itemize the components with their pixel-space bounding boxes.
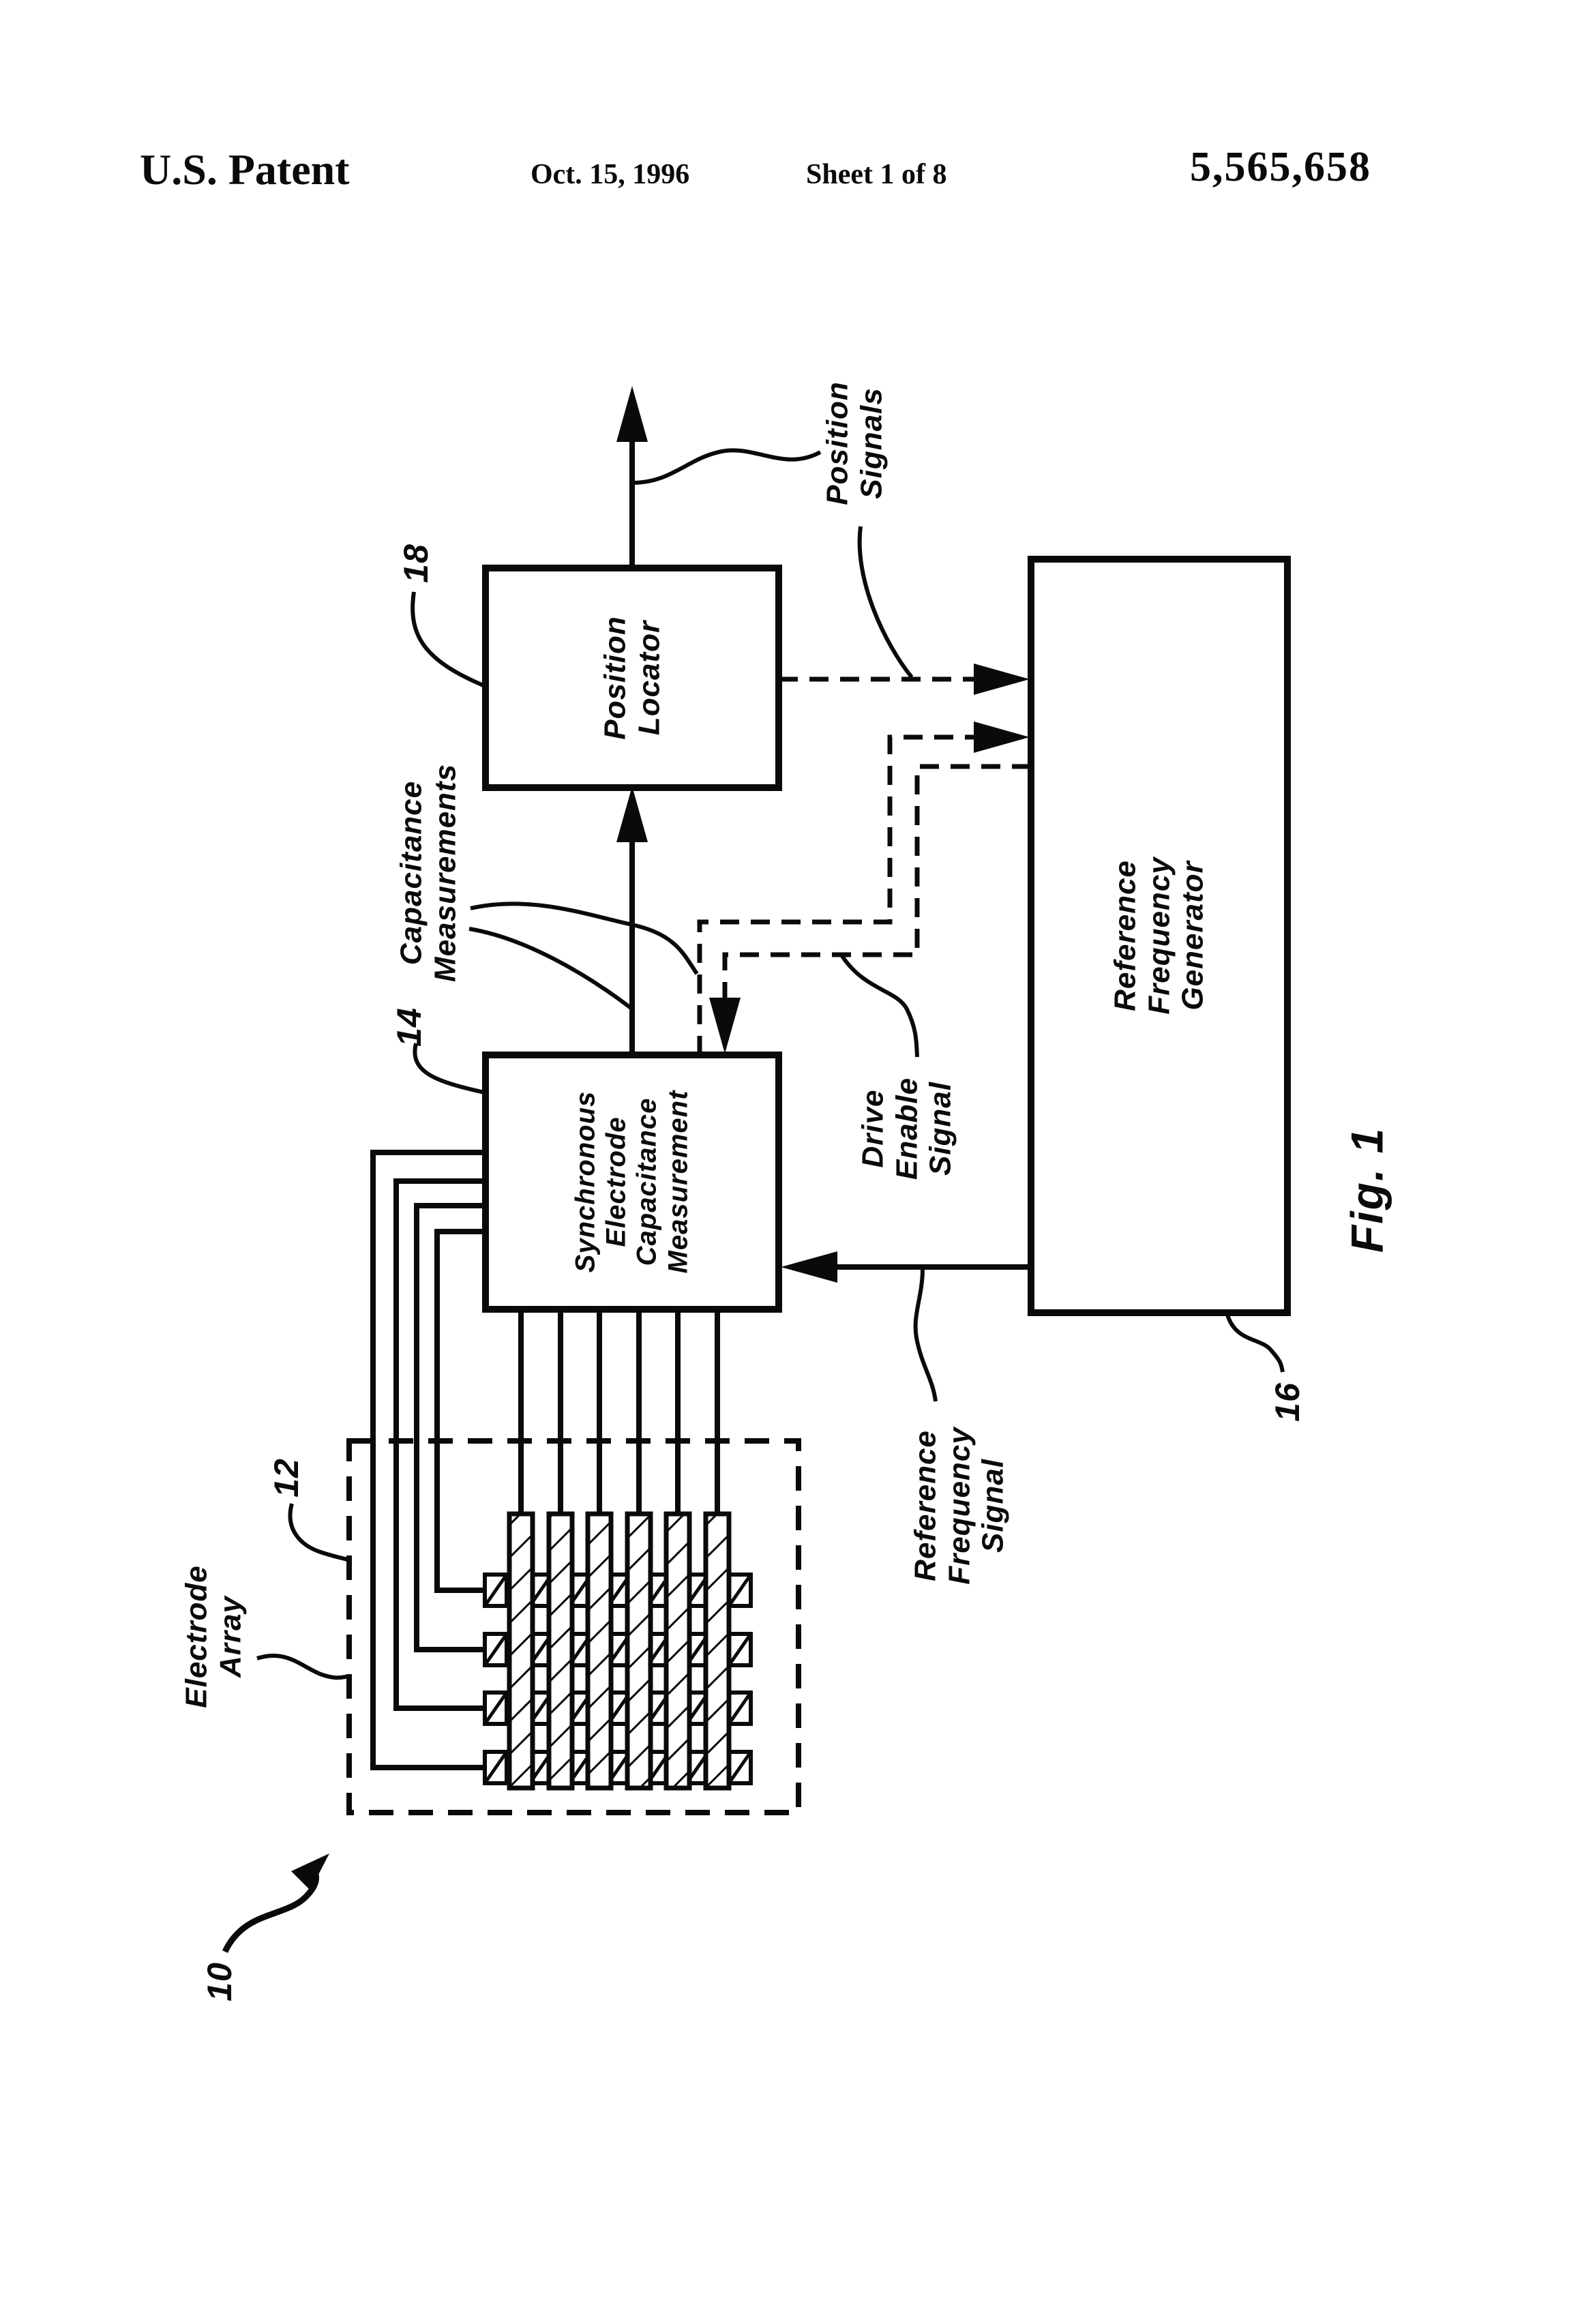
reference-frequency-signal-label: Reference Frequency Signal: [908, 1427, 1010, 1585]
patent-number: 5,565,658: [1190, 144, 1371, 190]
secm-label: Synchronous Electrode Capacitance Measur…: [570, 1090, 693, 1274]
leader-position-signals-2: [857, 526, 914, 679]
electrode-array-label: Electrode Array: [179, 1565, 247, 1708]
ref-numeral-14: 14: [389, 1007, 428, 1047]
position-signals-arrow: [616, 386, 648, 570]
secm-box: [482, 1052, 782, 1313]
reference-frequency-generator-box: [1028, 556, 1291, 1316]
ref-numeral-12: 12: [267, 1458, 305, 1498]
figure-caption: Fig. 1: [1341, 1127, 1392, 1253]
sheet-indicator: Sheet 1 of 8: [806, 159, 947, 190]
electrode-array-boundary: [346, 1438, 801, 1815]
ref-numeral-10: 10: [200, 1962, 239, 2001]
position-locator-label: Position Locator: [598, 616, 666, 740]
reference-frequency-generator-label: Reference Frequency Generator: [1108, 856, 1210, 1015]
dashed-drive-enable-path: [709, 764, 1031, 1054]
leader-ref-14: [413, 1043, 485, 1094]
capacitance-measurements-label: Capacitance Measurements: [394, 763, 462, 983]
column-electrode-bars: [507, 1511, 732, 1791]
patent-date: Oct. 15, 1996: [531, 159, 690, 190]
position-locator-box: [482, 565, 782, 791]
reference-frequency-signal-arrow: [781, 1251, 1031, 1283]
leader-capacitance-2: [468, 927, 632, 1010]
position-signals-label: Position Signals: [820, 381, 888, 505]
ref-numeral-18: 18: [396, 543, 435, 583]
dashed-position-to-rfg: [779, 664, 1030, 695]
leader-ref-18: [411, 591, 486, 688]
row-electrode-wires: [370, 1150, 486, 1770]
dashed-secm-to-rfg: [697, 721, 1030, 1055]
leader-position-signals-1: [631, 448, 822, 485]
system-ref-arrow: [222, 1853, 329, 1953]
leader-reference-frequency-signal: [913, 1268, 938, 1402]
leader-capacitance-1: [470, 902, 699, 975]
column-electrode-wires: [518, 1309, 720, 1517]
ref-numeral-16: 16: [1268, 1382, 1307, 1422]
drive-enable-signal-label: Drive Enable Signal: [856, 1077, 957, 1180]
leader-electrode-array: [256, 1654, 350, 1680]
patent-office-label: U.S. Patent: [140, 145, 350, 194]
capacitance-measurements-arrow: [616, 786, 648, 1055]
leader-ref-16: [1225, 1314, 1285, 1373]
leader-ref-12: [288, 1503, 348, 1562]
leader-drive-enable: [840, 955, 919, 1058]
